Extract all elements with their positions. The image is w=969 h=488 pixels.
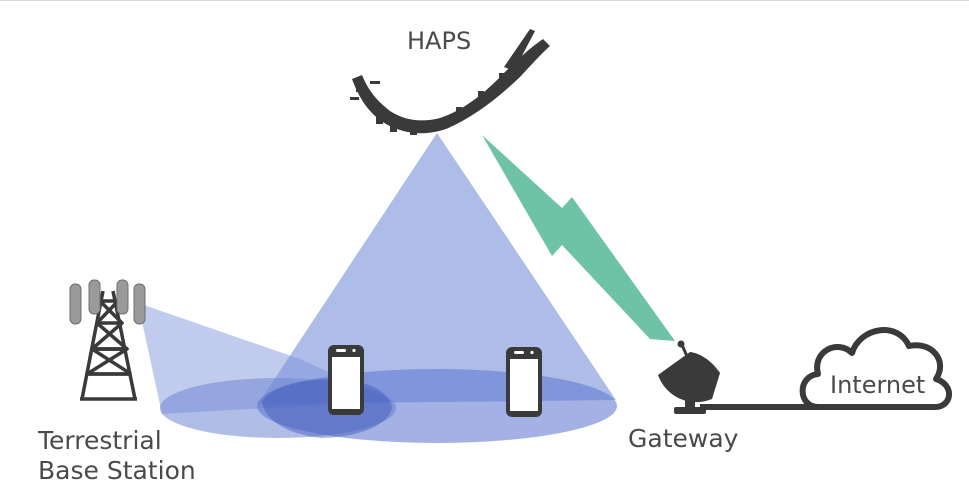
cell-tower-icon — [69, 279, 146, 401]
smartphone-icon-right — [506, 347, 542, 417]
gateway-label: Gateway — [628, 424, 739, 453]
terrestrial-label-line-2: Base Station — [38, 456, 196, 485]
satellite-dish-icon — [658, 340, 720, 414]
smartphone-icon-left — [328, 345, 364, 415]
terrestrial-label-line-1: Terrestrial — [38, 426, 162, 455]
terrestrial-base-station-label: Terrestrial Base Station — [38, 426, 198, 486]
internet-label: Internet — [830, 371, 926, 399]
haps-label: HAPS — [407, 27, 472, 55]
lightning-link-icon — [482, 135, 675, 341]
haps-aircraft-icon — [350, 29, 550, 135]
cloud-icon — [799, 327, 952, 410]
haps-coverage-cone — [258, 133, 616, 404]
gateway-internet-link — [700, 404, 820, 410]
